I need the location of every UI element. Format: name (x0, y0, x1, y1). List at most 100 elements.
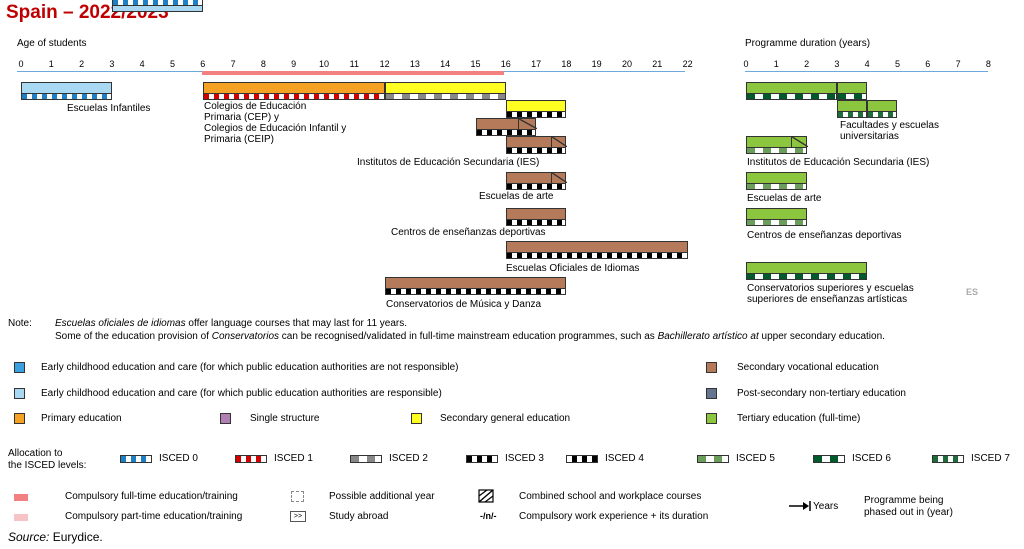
age-tick-1: 1 (48, 59, 54, 69)
label-colegios: Colegios de Educación Primaria (CEP) y C… (204, 101, 347, 145)
age-tick-16: 16 (500, 59, 511, 69)
isced-5-label: ISCED 5 (736, 453, 775, 464)
age-bar-2-2-combined-hatch (551, 137, 568, 147)
note-line-1: Escuelas oficiales de idiomas offer lang… (55, 318, 408, 329)
age-tick-8: 8 (260, 59, 266, 69)
age-tick-15: 15 (470, 59, 481, 69)
label-escuelas-arte: Escuelas de arte (479, 191, 554, 202)
duration-bar-3-0 (746, 208, 807, 220)
age-tick-22: 22 (682, 59, 693, 69)
age-tick-10: 10 (318, 59, 329, 69)
duration-bar-3-0-isced-strip (746, 220, 807, 226)
label-facultades: Facultades y escuelas universitarias (840, 120, 939, 142)
duration-tick-5: 5 (894, 59, 900, 69)
label-conservatorios: Conservatorios de Música y Danza (386, 299, 542, 310)
duration-axis-line (745, 71, 988, 72)
legend-study-abroad: Study abroad (329, 511, 389, 522)
combined-courses-icon (478, 489, 494, 503)
compulsory-education-band (202, 71, 504, 75)
label-ies: Institutos de Educación Secundaria (IES) (357, 157, 540, 168)
age-tick-21: 21 (652, 59, 663, 69)
duration-tick-6: 6 (925, 59, 931, 69)
duration-tick-4: 4 (864, 59, 870, 69)
legend-swatch-sec-voc (706, 362, 717, 373)
age-bar-2-2-isced-strip (505, 148, 567, 154)
isced-6-swatch (813, 455, 845, 463)
age-tick-19: 19 (591, 59, 602, 69)
age-axis-title: Age of students (17, 38, 87, 49)
duration-tick-3: 3 (834, 59, 840, 69)
isced-1-swatch (235, 455, 267, 463)
legend-swatch-postsec (706, 388, 717, 399)
age-tick-7: 7 (230, 59, 236, 69)
age-tick-6: 6 (200, 59, 206, 69)
age-tick-5: 5 (169, 59, 175, 69)
age-tick-0: 0 (18, 59, 24, 69)
isced-6-label: ISCED 6 (852, 453, 891, 464)
legend-swatch-primary (14, 413, 25, 424)
age-bar-1-1 (384, 82, 506, 94)
age-bar-5-0 (505, 241, 688, 253)
duration-bar-2-0-isced-strip (746, 184, 807, 190)
duration-bar-0-2-isced-strip (836, 112, 868, 118)
legend-years: Years (813, 501, 839, 512)
legend-swatch-ecec-not (14, 362, 25, 373)
age-bar-2-0 (505, 100, 567, 112)
age-bar-2-1-combined-hatch (517, 119, 538, 129)
duration-bar-0-1-isced-strip (836, 94, 868, 100)
age-bar-1-0-isced-strip (202, 94, 385, 100)
age-bar-1-1-isced-strip (384, 94, 506, 100)
legend-ecec-resp: Early childhood education and care (for … (41, 388, 442, 399)
legend-possible-year: Possible additional year (329, 491, 435, 502)
isced-5-swatch (697, 455, 729, 463)
legend-swatch-tertiary (706, 413, 717, 424)
isced-2-label: ISCED 2 (389, 453, 428, 464)
duration-bar-4-0-isced-strip (746, 274, 868, 280)
duration-bar-4-0 (746, 262, 868, 274)
isced-4-label: ISCED 4 (605, 453, 644, 464)
label-conservatorios-superiores: Conservatorios superiores y escuelas sup… (747, 283, 914, 305)
legend-swatch-ecec-resp (14, 388, 25, 399)
duration-tick-0: 0 (743, 59, 749, 69)
duration-bar-0-3 (867, 100, 898, 112)
isced-0-swatch (120, 455, 152, 463)
compulsory-part-swatch (14, 514, 28, 521)
isced-4-swatch (566, 455, 598, 463)
age-bar-4-0 (505, 208, 567, 220)
legend-ecec-not: Early childhood education and care (for … (41, 362, 459, 373)
age-bar-2-1-isced-strip (475, 130, 537, 136)
possible-year-icon (291, 491, 304, 502)
age-tick-13: 13 (409, 59, 420, 69)
age-bar-3-0-combined-hatch (551, 173, 568, 183)
isced-2-swatch (350, 455, 382, 463)
legend-sec-general: Secondary general education (440, 413, 571, 424)
age-bar-0-0-isced-strip (21, 94, 112, 100)
age-bar-1-0 (202, 82, 385, 94)
label-centros-deportivas: Centros de enseñanzas deportivas (391, 227, 546, 238)
duration-axis-title: Programme duration (years) (745, 38, 871, 49)
legend-swatch-single (220, 413, 231, 424)
legend-comp-full: Compulsory full-time education/training (65, 491, 238, 502)
age-bar-2-0-isced-strip (505, 112, 567, 118)
legend-combined: Combined school and workplace courses (519, 491, 702, 502)
study-abroad-icon: >> (290, 511, 306, 522)
legend-comp-part: Compulsory part-time education/training (65, 511, 243, 522)
duration-bar-0-0 (746, 82, 837, 94)
label-eoi: Escuelas Oficiales de Idiomas (506, 263, 640, 274)
legend-primary: Primary education (41, 413, 122, 424)
age-tick-20: 20 (621, 59, 632, 69)
legend-swatch-sec-general (411, 413, 422, 424)
label-deportivas-tertiary: Centros de enseñanzas deportivas (747, 230, 902, 241)
age-bar-3-0-isced-strip (505, 184, 567, 190)
duration-bar-0-2 (836, 100, 868, 112)
note-label: Note: (8, 318, 32, 329)
age-tick-9: 9 (291, 59, 297, 69)
duration-bar-0-1 (836, 82, 868, 94)
label-ies-tertiary: Institutos de Educación Secundaria (IES) (747, 157, 930, 168)
age-tick-12: 12 (379, 59, 390, 69)
work-experience-symbol: -/n/- (480, 511, 497, 521)
duration-bar-0-3-isced-strip (867, 112, 898, 118)
duration-tick-2: 2 (804, 59, 810, 69)
age-tick-2: 2 (79, 59, 85, 69)
age-tick-11: 11 (349, 59, 359, 69)
